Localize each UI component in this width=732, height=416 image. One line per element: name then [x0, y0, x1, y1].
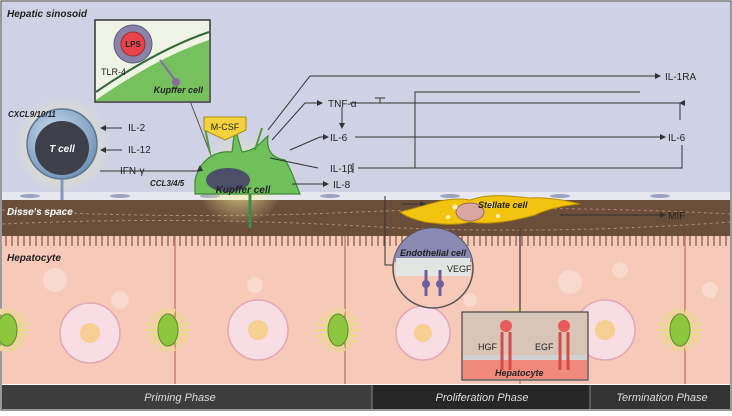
il8-label: IL-8 — [333, 180, 351, 191]
endothelial-label: Endothelial cell — [400, 248, 467, 258]
termination-phase-bar — [590, 385, 730, 409]
il2-label: IL-2 — [128, 123, 146, 134]
m-csf-label: M-CSF — [211, 122, 240, 132]
endothelial-cells — [20, 194, 670, 198]
tcell-kupffer-arrows — [100, 125, 203, 172]
termination-phase-label: Termination Phase — [616, 392, 707, 404]
il6-label: IL-6 — [330, 133, 348, 144]
priming-phase-label: Priming Phase — [144, 392, 216, 404]
kupffer-chemokine: CCL3/4/5 — [150, 179, 185, 188]
vegf-label: VEGF — [447, 264, 472, 274]
kupffer-lps-inset: LPS TLR-4 Kupffer cell — [94, 19, 211, 103]
stellate-cell — [398, 195, 581, 225]
priming-phase-bar — [2, 385, 372, 409]
disse-label: Disse's space — [7, 207, 73, 218]
il1b-label: IL-1β — [330, 164, 353, 175]
t-cell-nucleus — [35, 121, 89, 175]
endothelial-lining — [2, 192, 730, 200]
disse-space-region — [2, 200, 730, 236]
stellate-nucleus — [455, 202, 485, 222]
hepatocyte-inset-label: Hepatocyte — [495, 368, 544, 378]
cytokine-network — [267, 73, 685, 312]
stellate-label: Stellate cell — [478, 200, 528, 210]
il12-label: IL-12 — [128, 145, 151, 156]
endothelial-inset: Endothelial cell VEGF — [392, 227, 474, 309]
lps-label: LPS — [125, 40, 141, 49]
proliferation-phase-label: Proliferation Phase — [436, 392, 529, 404]
hepatocyte-label: Hepatocyte — [7, 253, 61, 264]
m-csf-badge — [203, 116, 247, 141]
microvilli — [5, 236, 727, 246]
hgf-label: HGF — [478, 342, 498, 352]
hepatocyte-nuclei — [59, 299, 636, 364]
egf-label: EGF — [535, 342, 554, 352]
lps-molecule — [120, 31, 146, 57]
il6-right-label: IL-6 — [668, 133, 686, 144]
ifng-label: IFN-γ — [120, 166, 144, 177]
tnfa-label: TNF-α — [328, 99, 357, 110]
t-cell-label: T cell — [49, 144, 75, 155]
tlr4-label: TLR-4 — [101, 67, 126, 77]
mif-label: MIF — [668, 211, 685, 222]
t-cell-chemokine: CXCL9/10/11 — [8, 110, 56, 119]
kupffer-label: Kupffer cell — [216, 185, 271, 196]
hepatocyte-receptor-inset: HGF EGF Hepatocyte — [461, 311, 589, 381]
inset-kupffer-label: Kupffer cell — [154, 85, 204, 95]
il1ra-label: IL-1RA — [665, 72, 696, 83]
kupffer-nucleus — [206, 168, 250, 192]
sinusoid-label: Hepatic sinosoid — [7, 9, 88, 20]
proliferation-phase-bar — [372, 385, 590, 409]
